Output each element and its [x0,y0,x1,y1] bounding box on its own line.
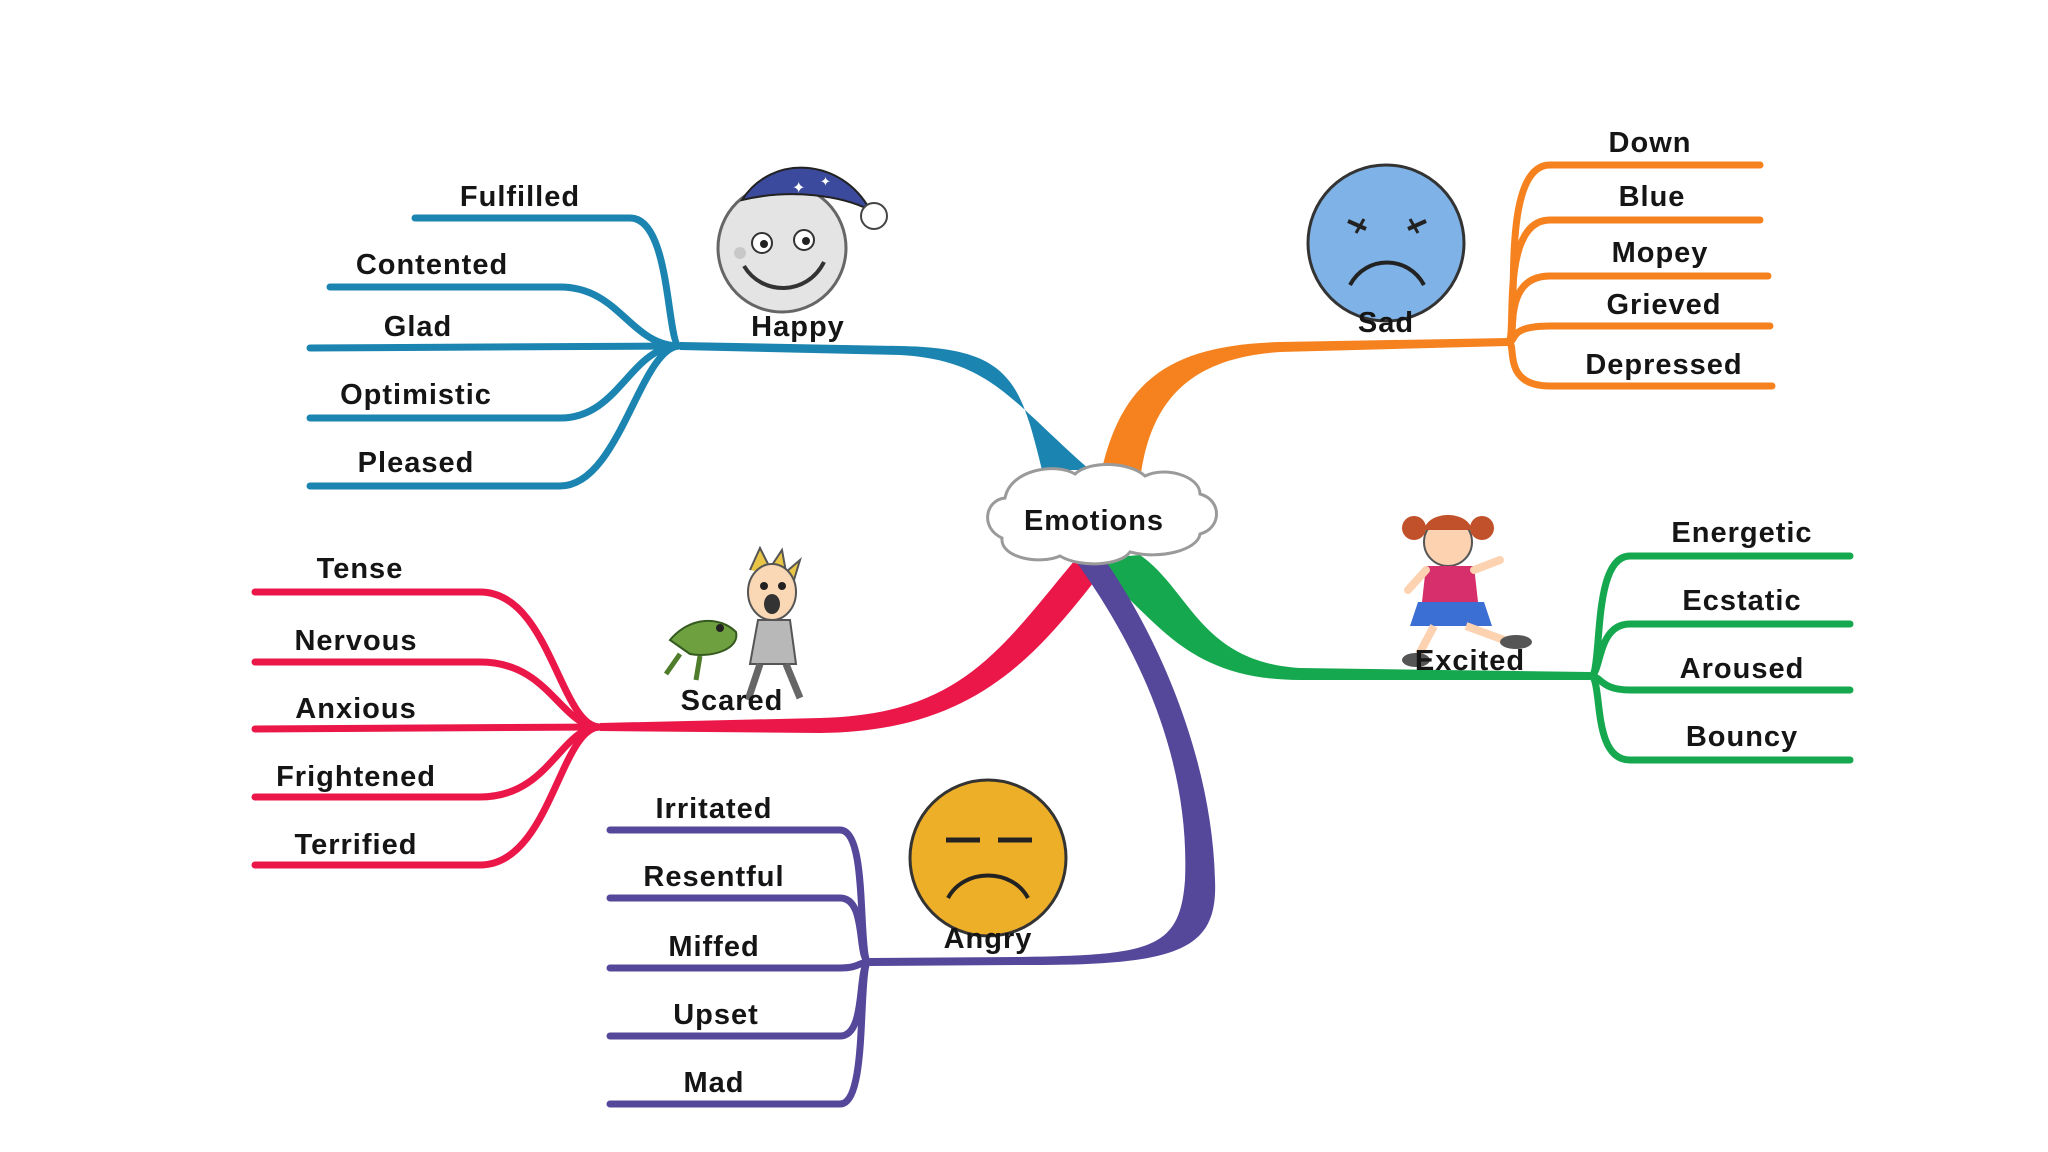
leaf-fulfilled: Fulfilled [460,181,580,213]
branch-line-mad [606,958,874,1108]
topic-sad: Sad [1358,307,1414,339]
branch-line-grieved [1504,322,1774,346]
branch-line-pleased [306,342,684,490]
leaf-blue: Blue [1619,181,1686,213]
excited-sub-branches [1586,552,1854,764]
branch-topics: Happy Sad Excited Scared Angry [681,307,1525,955]
branch-happy-main [680,342,1090,470]
angry-face-icon [908,778,1068,938]
branch-line-anxious [251,723,604,733]
leaf-grieved: Grieved [1607,289,1722,321]
leaf-miffed: Miffed [668,931,759,963]
center-label: Emotions [1024,505,1164,537]
branch-excited-main [1080,555,1590,680]
leaf-frightened: Frightened [276,761,436,793]
scared-sub-branches [251,588,604,869]
leaf-irritated: Irritated [656,793,773,825]
leaf-upset: Upset [673,999,759,1031]
sad-sub-branches [1504,161,1776,390]
leaf-bouncy: Bouncy [1686,721,1798,753]
central-node: Emotions [986,463,1218,566]
sad-face-icon [1306,163,1466,323]
branch-line-depressed [1504,338,1776,390]
svg-text:✦: ✦ [820,174,831,189]
smiling-moon-face-with-nightcap-icon: ✦ ✦ [716,166,888,314]
branch-line-glad [306,342,684,352]
leaf-terrified: Terrified [295,829,418,861]
topic-excited: Excited [1415,645,1525,677]
branch-angry-main [870,560,1216,966]
leaf-nervous: Nervous [294,625,417,657]
running-girl-icon [1402,515,1532,667]
leaf-contented: Contented [356,249,508,281]
leaf-aroused: Aroused [1680,653,1805,685]
topic-happy: Happy [751,311,845,343]
leaf-anxious: Anxious [295,693,416,725]
branch-line-contented [326,283,684,350]
happy-sub-branches [306,214,684,490]
branch-sad-main [1100,338,1508,480]
topic-scared: Scared [681,685,784,717]
leaf-glad: Glad [384,311,452,343]
leaf-energetic: Energetic [1671,517,1812,549]
leaf-labels: Fulfilled Contented Glad Optimistic Plea… [276,127,1812,1099]
leaf-mopey: Mopey [1612,237,1709,269]
leaf-optimistic: Optimistic [340,379,492,411]
svg-text:✦: ✦ [792,180,805,197]
main-branches [600,338,1590,966]
branch-line-optimistic [306,342,684,422]
branch-line-terrified [251,723,604,869]
leaf-mad: Mad [684,1067,745,1099]
cloud-shape [986,463,1218,566]
leaf-tense: Tense [317,553,404,585]
sub-branches [251,161,1854,1108]
leaf-resentful: Resentful [643,861,784,893]
frightened-man-with-monster-icon [663,545,804,702]
topic-angry: Angry [944,923,1033,955]
branch-scared-main [600,560,1105,733]
branch-line-fulfilled [411,214,684,350]
leaf-depressed: Depressed [1585,349,1742,381]
angry-sub-branches [606,826,874,1108]
leaf-down: Down [1609,127,1692,159]
branch-line-bouncy [1586,672,1854,764]
leaf-pleased: Pleased [358,447,475,479]
leaf-ecstatic: Ecstatic [1682,585,1801,617]
